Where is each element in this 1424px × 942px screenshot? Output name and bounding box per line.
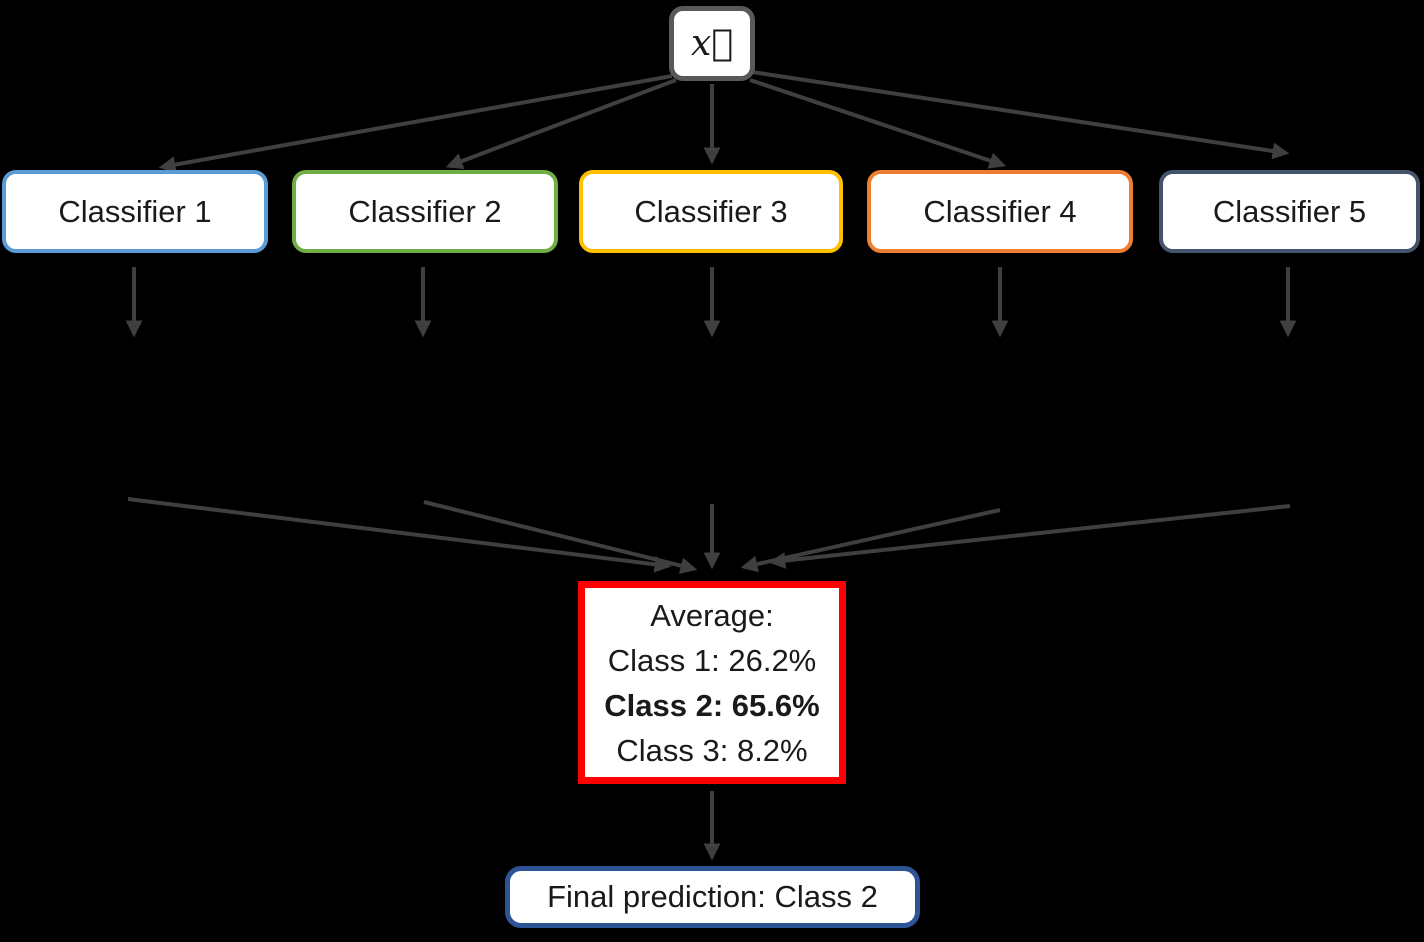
classifier-1-label: Classifier 1 bbox=[58, 193, 212, 229]
classifier-4-label: Classifier 4 bbox=[923, 193, 1077, 229]
average-class-2-probability: Class 2: 65.6% bbox=[604, 687, 820, 723]
arrow-input-to-classifier-4 bbox=[749, 78, 1007, 169]
average-class-3-probability: Class 3: 8.2% bbox=[616, 732, 808, 768]
classifier-3-label: Classifier 3 bbox=[634, 193, 788, 229]
arrow-classifier-2-to-average bbox=[423, 500, 698, 574]
input-vector-node: x⃗ bbox=[669, 6, 755, 81]
average-box: Average: Class 1: 26.2% Class 2: 65.6% C… bbox=[578, 581, 846, 784]
arrow-input-to-classifier-5 bbox=[751, 70, 1290, 160]
arrow-classifier-1-to-average bbox=[127, 497, 672, 573]
arrow-classifier-4-to-average bbox=[740, 508, 1001, 573]
classifier-1-box: Classifier 1 bbox=[2, 170, 268, 253]
input-vector-label: x⃗ bbox=[691, 23, 733, 64]
arrow-input-to-classifier-2 bbox=[445, 78, 677, 170]
average-title: Average: bbox=[650, 597, 774, 633]
classifier-2-box: Classifier 2 bbox=[292, 170, 558, 253]
final-prediction-label: Final prediction: Class 2 bbox=[547, 879, 878, 914]
arrow-input-to-classifier-1 bbox=[158, 74, 673, 173]
classifier-5-label: Classifier 5 bbox=[1212, 193, 1367, 229]
arrow-classifier-5-to-average bbox=[768, 504, 1291, 569]
classifier-5-box: Classifier 5 bbox=[1159, 170, 1420, 253]
classifier-2-label: Classifier 2 bbox=[348, 193, 502, 229]
average-class-1-probability: Class 1: 26.2% bbox=[607, 642, 817, 678]
classifier-4-box: Classifier 4 bbox=[867, 170, 1133, 253]
classifier-3-box: Classifier 3 bbox=[579, 170, 843, 253]
final-prediction-box: Final prediction: Class 2 bbox=[505, 866, 920, 928]
